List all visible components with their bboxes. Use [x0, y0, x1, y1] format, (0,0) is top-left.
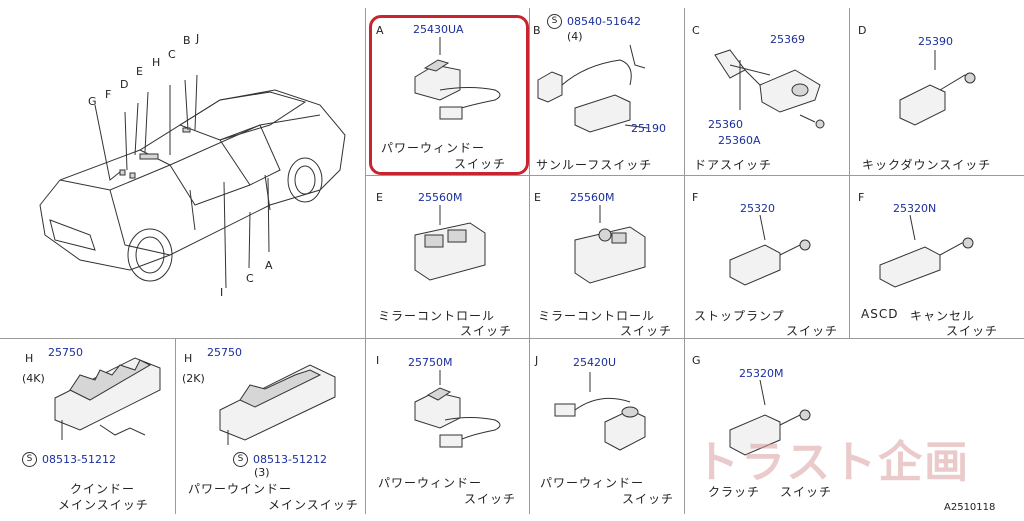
cell-h2-quantity: (3)	[254, 466, 270, 479]
cell-c-part-number-1: 25369	[770, 33, 805, 46]
cell-j-letter: J	[535, 354, 539, 367]
car-label-c: C	[168, 48, 176, 61]
cell-h1-letter: H	[25, 352, 34, 365]
car-label-h: H	[152, 56, 161, 69]
cell-h1-screw-number: 08513-51212	[42, 453, 116, 466]
cell-d-caption: キックダウンスイッチ	[862, 158, 992, 172]
door-switch-drawing	[714, 49, 825, 129]
cell-j-caption-2: スイッチ	[622, 492, 675, 506]
cell-g-part-number: 25320M	[739, 367, 784, 380]
cell-a-letter: A	[376, 24, 384, 37]
cell-d-letter: D	[858, 24, 867, 37]
cell-j-caption-1: パワーウィンドー	[540, 476, 645, 490]
cell-h2-caption-1: パワーウインドー	[188, 482, 293, 496]
car-label-b: B	[183, 34, 191, 47]
grid-line	[0, 338, 1024, 339]
cell-j-part-number: 25420U	[573, 356, 617, 369]
grid-line	[175, 338, 176, 514]
highlight-frame	[369, 15, 529, 175]
cell-f2-prefix: ASCD	[861, 307, 899, 321]
grid-line	[365, 8, 366, 514]
mirror-control-switch-drawing-2	[574, 205, 646, 284]
cell-g-caption-1: クラッチ	[708, 485, 761, 499]
cell-e2-part-number: 25560M	[570, 191, 615, 204]
cell-h1-caption-2: メインスイッチ	[58, 498, 149, 512]
cell-a-part-number: 25430UA	[413, 23, 464, 36]
power-window-switch-drawing	[414, 37, 501, 120]
grid-line	[529, 8, 530, 514]
cell-e1-caption-1: ミラーコントロール	[378, 309, 496, 323]
cell-h2-part-number: 25750	[207, 346, 242, 359]
cell-b-screw-number: 08540-51642	[567, 15, 641, 28]
cell-h2-screw-number: 08513-51212	[253, 453, 327, 466]
cell-b-caption: サンルーフスイッチ	[536, 158, 653, 172]
screw-symbol: S	[547, 14, 562, 29]
screw-symbol-h2: S	[233, 452, 248, 467]
car-label-e: E	[136, 65, 143, 78]
window-main-switch-2k-drawing	[219, 364, 336, 445]
cell-f2-part-number: 25320N	[893, 202, 937, 215]
car-label-f: F	[105, 88, 112, 101]
grid-line	[849, 8, 850, 338]
cell-i-part-number: 25750M	[408, 356, 453, 369]
cell-e1-caption-2: スイッチ	[460, 324, 513, 338]
cell-c-part-number-2: 25360	[708, 118, 743, 131]
cell-e2-letter: E	[534, 191, 541, 204]
stop-lamp-switch-drawing	[729, 215, 811, 286]
cell-a-caption-2: スイッチ	[454, 157, 507, 171]
car-label-g: G	[88, 95, 97, 108]
car-label-a: A	[265, 259, 273, 272]
cell-i-caption-2: スイッチ	[464, 492, 517, 506]
sunroof-switch-drawing	[537, 44, 649, 133]
cell-f1-caption-1: ストップランプ	[694, 309, 785, 323]
cell-b-letter: B	[533, 24, 541, 37]
kickdown-switch-drawing	[899, 50, 976, 126]
cell-i-caption-1: パワーウィンドー	[378, 476, 483, 490]
cell-h1-part-number: 25750	[48, 346, 83, 359]
cell-f1-letter: F	[692, 191, 699, 204]
car-label-d: D	[120, 78, 129, 91]
grid-line	[365, 175, 1024, 176]
cell-a-caption-1: パワーウィンドー	[381, 141, 486, 155]
screw-symbol-h1: S	[22, 452, 37, 467]
cell-h2-caption-2: メインスイッチ	[268, 498, 359, 512]
cell-e1-part-number: 25560M	[418, 191, 463, 204]
car-overview-drawing	[39, 74, 346, 289]
cell-g-letter: G	[692, 354, 701, 367]
ascd-cancel-switch-drawing	[879, 215, 974, 288]
car-label-c2: C	[246, 272, 254, 285]
mirror-control-switch-drawing	[414, 205, 486, 281]
cell-h1-variant: (4K)	[22, 372, 45, 385]
watermark-logo: トラスト企画	[695, 437, 971, 488]
cell-i-letter: I	[376, 354, 380, 367]
car-label-i: I	[220, 286, 224, 299]
diagram-reference: A2510118	[944, 502, 996, 513]
cell-c-part-number-3: 25360A	[718, 134, 761, 147]
cell-c-caption: ドアスイッチ	[694, 158, 773, 172]
car-label-j: J	[196, 32, 200, 45]
cell-f1-part-number: 25320	[740, 202, 775, 215]
power-window-switch-j-drawing	[554, 372, 646, 451]
cell-e2-caption-1: ミラーコントロール	[538, 309, 656, 323]
cell-f2-caption-1: キャンセル	[910, 309, 976, 323]
cell-b-quantity: (4)	[567, 30, 583, 43]
cell-f2-caption-2: スイッチ	[946, 324, 999, 338]
power-window-switch-i-drawing	[414, 370, 501, 448]
cell-c-letter: C	[692, 24, 700, 37]
cell-g-caption-2: スイッチ	[780, 485, 833, 499]
cell-h2-letter: H	[184, 352, 193, 365]
cell-b-part-number: 25190	[631, 122, 666, 135]
cell-f2-letter: F	[858, 191, 865, 204]
clutch-switch-drawing	[729, 380, 811, 456]
grid-line	[684, 8, 685, 514]
cell-h1-caption-1: クインドー	[70, 482, 136, 496]
cell-d-part-number: 25390	[918, 35, 953, 48]
cell-f1-caption-2: スイッチ	[786, 324, 839, 338]
cell-e2-caption-2: スイッチ	[620, 324, 673, 338]
window-main-switch-4k-drawing	[54, 357, 161, 440]
cell-h2-variant: (2K)	[182, 372, 205, 385]
cell-e1-letter: E	[376, 191, 383, 204]
